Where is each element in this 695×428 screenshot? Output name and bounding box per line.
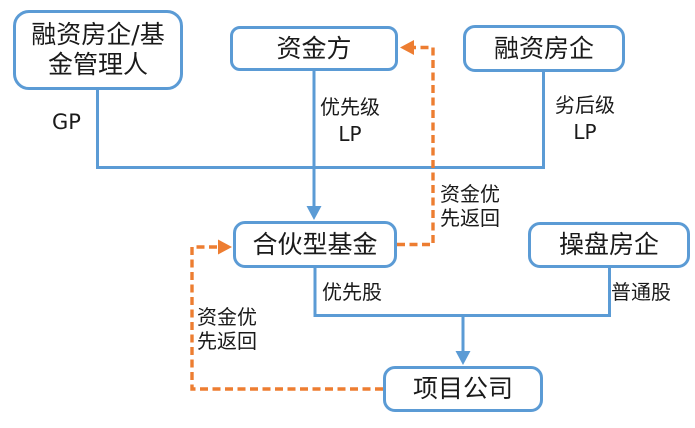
edge-label-common-stock: 普通股 xyxy=(611,280,671,304)
node-partnership-fund: 合伙型基金 xyxy=(233,221,397,268)
node-label: 融资房企 xyxy=(493,33,594,63)
edge-label-capital-return-left: 资金优 先返回 xyxy=(197,305,257,353)
node-project-company: 项目公司 xyxy=(383,366,543,412)
right-arrowhead-partnership-fund xyxy=(218,239,232,255)
node-financing-developer-fund-manager: 融资房企/基 金管理人 xyxy=(13,10,183,90)
gp-and-junior-lp-connector-line xyxy=(96,70,545,169)
node-financing-developer: 融资房企 xyxy=(463,25,625,72)
node-label: 资金方 xyxy=(276,33,352,63)
edge-label-gp: GP xyxy=(52,110,81,134)
capital-return-left-dashed-line xyxy=(190,245,383,391)
left-arrowhead-capital-provider xyxy=(400,40,414,55)
node-label: 项目公司 xyxy=(412,374,513,403)
down-arrowhead-partnership-fund xyxy=(306,206,322,220)
node-label: 操盘房企 xyxy=(558,230,659,259)
node-label: 合伙型基金 xyxy=(252,229,378,259)
down-arrowhead-project-company xyxy=(455,351,471,365)
node-label: 融资房企/基 金管理人 xyxy=(31,20,165,79)
edge-label-preferred-stock: 优先股 xyxy=(322,280,382,304)
node-operating-developer: 操盘房企 xyxy=(528,222,690,268)
edge-label-junior-lp: 劣后级 LP xyxy=(555,93,615,144)
node-capital-provider: 资金方 xyxy=(230,26,398,71)
edge-label-senior-lp: 优先级 LP xyxy=(320,95,380,146)
capital-return-right-dashed-line xyxy=(397,45,435,247)
edge-label-capital-return-right: 资金优 先返回 xyxy=(440,182,500,230)
